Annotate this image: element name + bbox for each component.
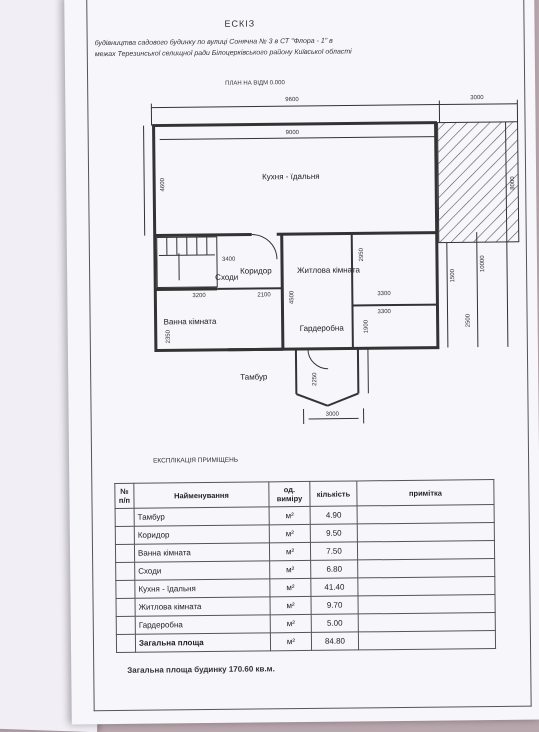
row-name: Ванна кімната bbox=[134, 543, 269, 562]
row-unit: м² bbox=[269, 542, 310, 560]
header-note: примітка bbox=[357, 480, 494, 506]
explication-title: ЕКСПЛІКАЦІЯ ПРИМІЩЕНЬ bbox=[153, 457, 238, 465]
row-unit: м² bbox=[270, 560, 311, 578]
row-qty: 41.40 bbox=[311, 578, 358, 596]
row-unit: м² bbox=[270, 578, 311, 596]
row-qty: 4.90 bbox=[310, 506, 357, 524]
row-qty: 9.70 bbox=[311, 596, 358, 614]
row-qty: 6.80 bbox=[311, 560, 358, 578]
row-qty: 5.00 bbox=[311, 614, 358, 632]
dim-4500: 4500 bbox=[289, 291, 295, 304]
total-name: Загальна площа bbox=[135, 633, 270, 652]
explication-table: № п/п Найменування од. виміру кількість … bbox=[114, 479, 496, 653]
dim-10000: 10000 bbox=[480, 255, 486, 272]
dim-2500: 2500 bbox=[466, 314, 472, 327]
floor-plan bbox=[64, 0, 539, 456]
room-bath: Ванна кімната bbox=[164, 317, 217, 327]
total-area-footer: Загальна площа будинку 170.60 кв.м. bbox=[127, 664, 275, 675]
room-corridor: Коридор bbox=[240, 266, 272, 275]
total-unit: м² bbox=[270, 632, 311, 650]
row-name: Гардеробна bbox=[135, 615, 270, 634]
dim-2950: 2950 bbox=[359, 248, 365, 261]
dim-3300-b: 3300 bbox=[377, 309, 390, 315]
row-name: Тамбур bbox=[134, 507, 269, 526]
dim-8000: 8000 bbox=[510, 176, 516, 189]
row-name: Кухня - їдальня bbox=[135, 579, 270, 598]
dim-2250: 2250 bbox=[312, 372, 318, 385]
dim-9000: 9000 bbox=[286, 130, 299, 136]
row-qty: 7.50 bbox=[310, 542, 357, 560]
dim-1900: 1900 bbox=[364, 320, 370, 333]
row-unit: м² bbox=[270, 614, 311, 632]
row-unit: м² bbox=[269, 524, 310, 542]
dim-3400: 3400 bbox=[222, 257, 235, 263]
total-qty: 84.80 bbox=[311, 632, 358, 650]
header-qty: кількість bbox=[310, 481, 357, 506]
dim-9600: 9600 bbox=[285, 97, 298, 103]
dim-3200: 3200 bbox=[192, 293, 205, 299]
row-qty: 9.50 bbox=[310, 524, 357, 542]
dim-2100: 2100 bbox=[257, 292, 270, 298]
header-unit: од. виміру bbox=[269, 481, 310, 506]
room-kitchen: Кухня - їдальня bbox=[262, 172, 320, 182]
room-living: Житлова кімната bbox=[297, 265, 360, 275]
row-unit: м² bbox=[269, 506, 310, 524]
document-page: ЕСКІЗ будівництва садового будинку по ву… bbox=[64, 0, 539, 724]
room-wardrobe: Гардеробна bbox=[300, 324, 344, 333]
header-no: № п/п bbox=[115, 483, 134, 508]
dim-3300-a: 3300 bbox=[377, 291, 390, 297]
row-name: Коридор bbox=[134, 525, 269, 544]
row-name: Сходи bbox=[135, 561, 270, 580]
header-name: Найменування bbox=[134, 482, 269, 508]
table-total-row: Загальна площа м² 84.80 bbox=[116, 631, 495, 653]
dim-3000-top: 3000 bbox=[470, 95, 483, 101]
room-vestibule: Тамбур bbox=[240, 372, 267, 381]
room-stairs: Сходи bbox=[215, 273, 238, 282]
row-unit: м² bbox=[270, 596, 311, 614]
dim-3000-bottom: 3000 bbox=[326, 412, 339, 418]
row-name: Житлова кімната bbox=[135, 597, 270, 616]
dim-2350: 2350 bbox=[166, 330, 172, 343]
dim-4600: 4600 bbox=[160, 178, 166, 191]
dim-1500: 1500 bbox=[450, 269, 456, 282]
